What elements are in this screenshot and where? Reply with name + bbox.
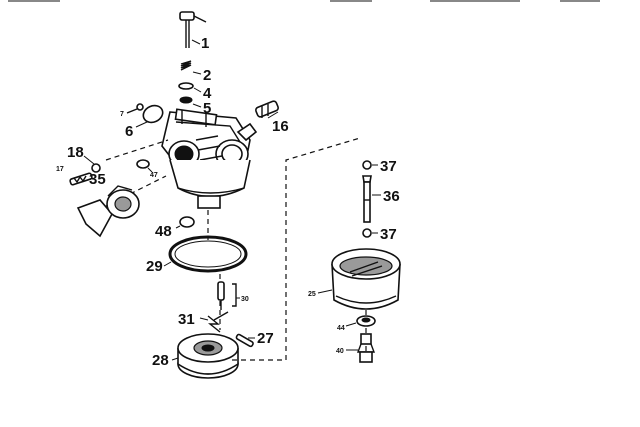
part-28-float bbox=[177, 333, 239, 379]
part-31-spring bbox=[207, 311, 229, 333]
part-6-throttle-plate bbox=[135, 104, 164, 128]
callout-17: 17 bbox=[56, 166, 64, 173]
part-choke-bracket bbox=[76, 185, 140, 238]
leader-16 bbox=[267, 111, 279, 119]
callout-25: 25 bbox=[308, 291, 316, 298]
part-25-float-bowl bbox=[331, 248, 401, 310]
callout-47: 47 bbox=[150, 172, 158, 179]
leader-31 bbox=[199, 317, 209, 321]
leader-44 bbox=[345, 322, 357, 327]
part-carburetor-body bbox=[161, 108, 258, 209]
callout-16: 16 bbox=[272, 118, 289, 135]
callout-48: 48 bbox=[155, 223, 172, 240]
callout-7: 7 bbox=[120, 111, 124, 118]
callout-31: 31 bbox=[178, 311, 195, 328]
callout-37-bottom: 37 bbox=[380, 226, 397, 243]
leader-4 bbox=[193, 87, 202, 93]
part-4-washer bbox=[178, 82, 194, 90]
part-48-plug bbox=[179, 216, 195, 228]
part-18-clip bbox=[91, 163, 101, 173]
dashed-connector-bowl bbox=[232, 137, 361, 361]
leader-1 bbox=[191, 39, 201, 45]
callout-40: 40 bbox=[336, 348, 344, 355]
leader-48 bbox=[175, 225, 181, 229]
callout-28: 28 bbox=[152, 352, 169, 369]
part-47-o-ring bbox=[136, 159, 150, 169]
callout-4: 4 bbox=[203, 85, 212, 102]
part-27-pin bbox=[235, 333, 254, 348]
callout-36: 36 bbox=[383, 188, 400, 205]
leader-25 bbox=[317, 289, 333, 294]
part-1-needle-screw bbox=[179, 11, 207, 48]
part-29-gasket-ring bbox=[168, 235, 248, 273]
callout-27: 27 bbox=[257, 330, 274, 347]
part-30-needle bbox=[217, 281, 237, 310]
part-5-seal bbox=[179, 96, 193, 104]
callout-2: 2 bbox=[203, 67, 211, 84]
leader-29 bbox=[163, 261, 172, 267]
dashed-leader-35 bbox=[105, 139, 169, 161]
part-17-screw bbox=[69, 172, 93, 186]
callout-44: 44 bbox=[337, 325, 345, 332]
callout-5: 5 bbox=[203, 100, 211, 117]
leader-28 bbox=[171, 357, 179, 361]
part-2-spring bbox=[180, 60, 192, 71]
callout-30: 30 bbox=[241, 296, 249, 303]
leader-47 bbox=[147, 167, 153, 173]
part-16-fitting bbox=[255, 100, 279, 118]
leader-18 bbox=[83, 155, 95, 165]
callout-37-top: 37 bbox=[380, 158, 397, 175]
callout-35: 35 bbox=[89, 171, 106, 188]
part-36-tube bbox=[362, 175, 372, 223]
leader-2 bbox=[192, 71, 202, 75]
callout-18: 18 bbox=[67, 144, 84, 161]
part-37-o-ring-top bbox=[362, 160, 372, 170]
part-37-o-ring-bottom bbox=[362, 228, 372, 238]
part-7-screw bbox=[126, 103, 144, 114]
part-40-bowl-bolt bbox=[356, 333, 376, 363]
callout-1: 1 bbox=[201, 35, 209, 52]
part-44-washer bbox=[356, 315, 376, 327]
leader-5 bbox=[192, 103, 202, 108]
callout-29: 29 bbox=[146, 258, 163, 275]
callout-6: 6 bbox=[125, 123, 133, 140]
